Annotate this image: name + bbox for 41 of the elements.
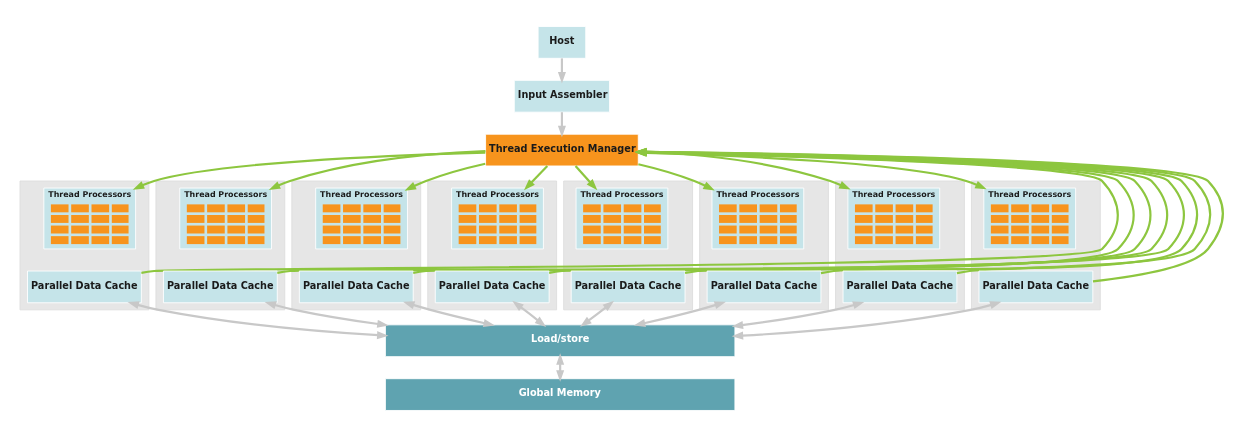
node-box: Input Assembler [513, 79, 611, 113]
node-box: Parallel Data Cache [570, 270, 686, 304]
node-box: Thread Processors [179, 187, 272, 250]
node-box: Parallel Data Cache [706, 270, 822, 304]
node-box: Parallel Data Cache [842, 270, 958, 304]
arrow [403, 301, 495, 327]
node-box: Parallel Data Cache [163, 270, 278, 304]
node-box: Parallel Data Cache [434, 270, 550, 304]
node-box: Thread Processors [711, 187, 805, 250]
arrow [638, 163, 715, 191]
arrow [413, 148, 1152, 274]
arrow [264, 301, 389, 328]
node-box: Thread Execution Manager [485, 133, 639, 167]
node-box: Parallel Data Cache [978, 270, 1094, 304]
node-box: Thread Processors [575, 187, 669, 250]
arrow [277, 148, 1135, 274]
arrow [580, 300, 615, 327]
arrow [512, 300, 547, 327]
arrow [548, 148, 1168, 274]
node-box: Parallel Data Cache [298, 270, 414, 304]
arrow [141, 148, 1119, 274]
arrow [574, 165, 598, 191]
arrow [731, 301, 1002, 340]
node-box: Host [537, 26, 587, 59]
node-box: Thread Processors [315, 187, 408, 250]
node-box: Thread Processors [983, 187, 1077, 250]
arrow [731, 301, 865, 330]
arrow [638, 151, 987, 190]
arrow [404, 162, 486, 191]
arrow [633, 301, 726, 327]
node-box: Thread Processors [451, 187, 544, 250]
arrow [638, 150, 851, 190]
arrow [132, 151, 486, 190]
node-box: Parallel Data Cache [27, 270, 142, 304]
arrow [268, 150, 486, 190]
node-box: Load/store [384, 324, 736, 358]
arrow [127, 301, 389, 340]
node-box: Thread Processors [847, 187, 941, 250]
node-box: Global Memory [384, 378, 736, 411]
node-box: Thread Processors [43, 187, 137, 250]
arrow [523, 165, 549, 191]
